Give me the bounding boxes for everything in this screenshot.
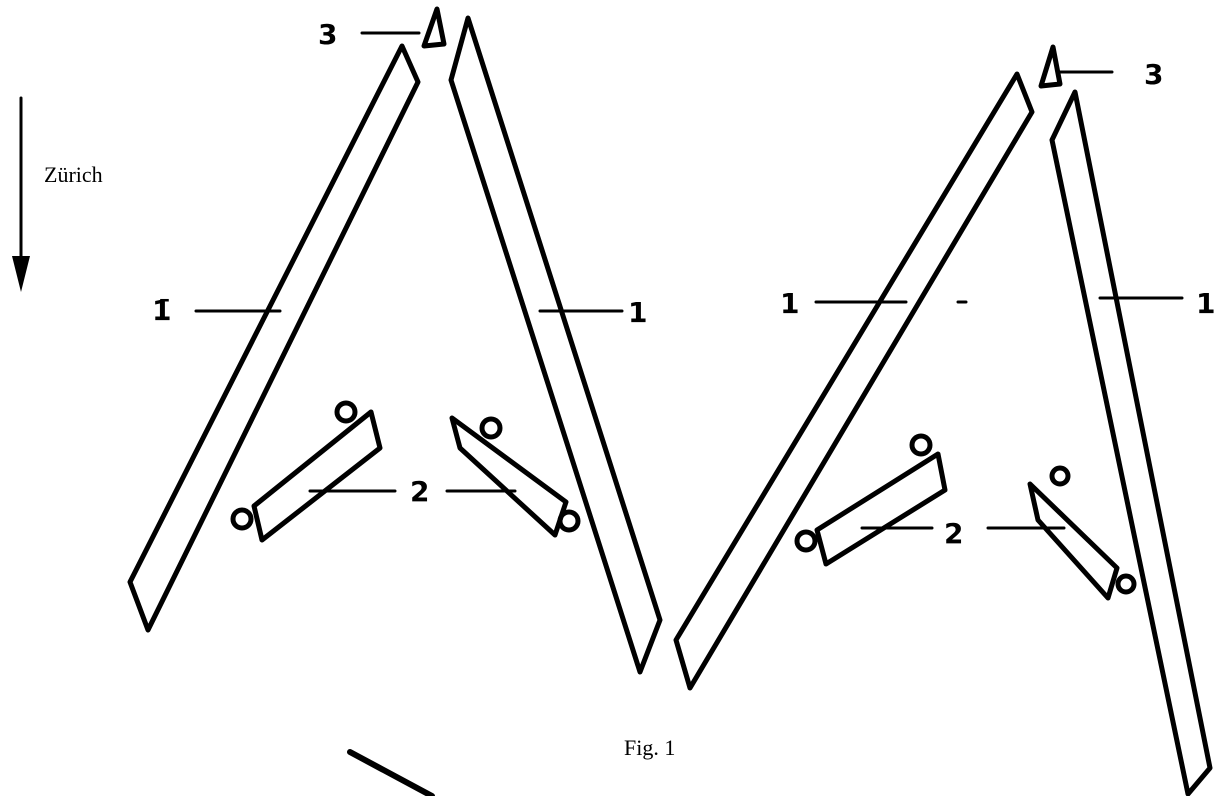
bracket-label-right: 2 — [944, 517, 963, 550]
direction-arrow — [12, 96, 30, 292]
beam-label-left-2: 1 — [628, 296, 647, 329]
bracket-label-left: 2 — [410, 475, 429, 508]
beam-right-2 — [1049, 89, 1213, 796]
marker-triangle-left — [421, 6, 447, 49]
beam-right-1 — [673, 71, 1035, 691]
marker-triangle-right — [1038, 44, 1063, 89]
figure-caption: Fig. 1 — [624, 735, 675, 760]
bracket-right-a — [794, 433, 948, 567]
marker-label-left: 3 — [318, 18, 337, 51]
beam-label-right-1: 1 — [780, 287, 799, 320]
bracket-right-b — [1027, 465, 1137, 601]
direction-label: Zürich — [44, 162, 103, 187]
beam-label-left-1: 1̄ — [152, 294, 171, 327]
beam-label-right-2: 1 — [1196, 287, 1215, 320]
bracket-left-b — [449, 415, 581, 538]
marker-label-right: 3 — [1144, 58, 1163, 91]
bracket-left-a — [230, 400, 383, 543]
beam-left-2 — [448, 15, 663, 675]
partial-stroke — [347, 749, 435, 796]
beam-left-1 — [127, 43, 421, 633]
